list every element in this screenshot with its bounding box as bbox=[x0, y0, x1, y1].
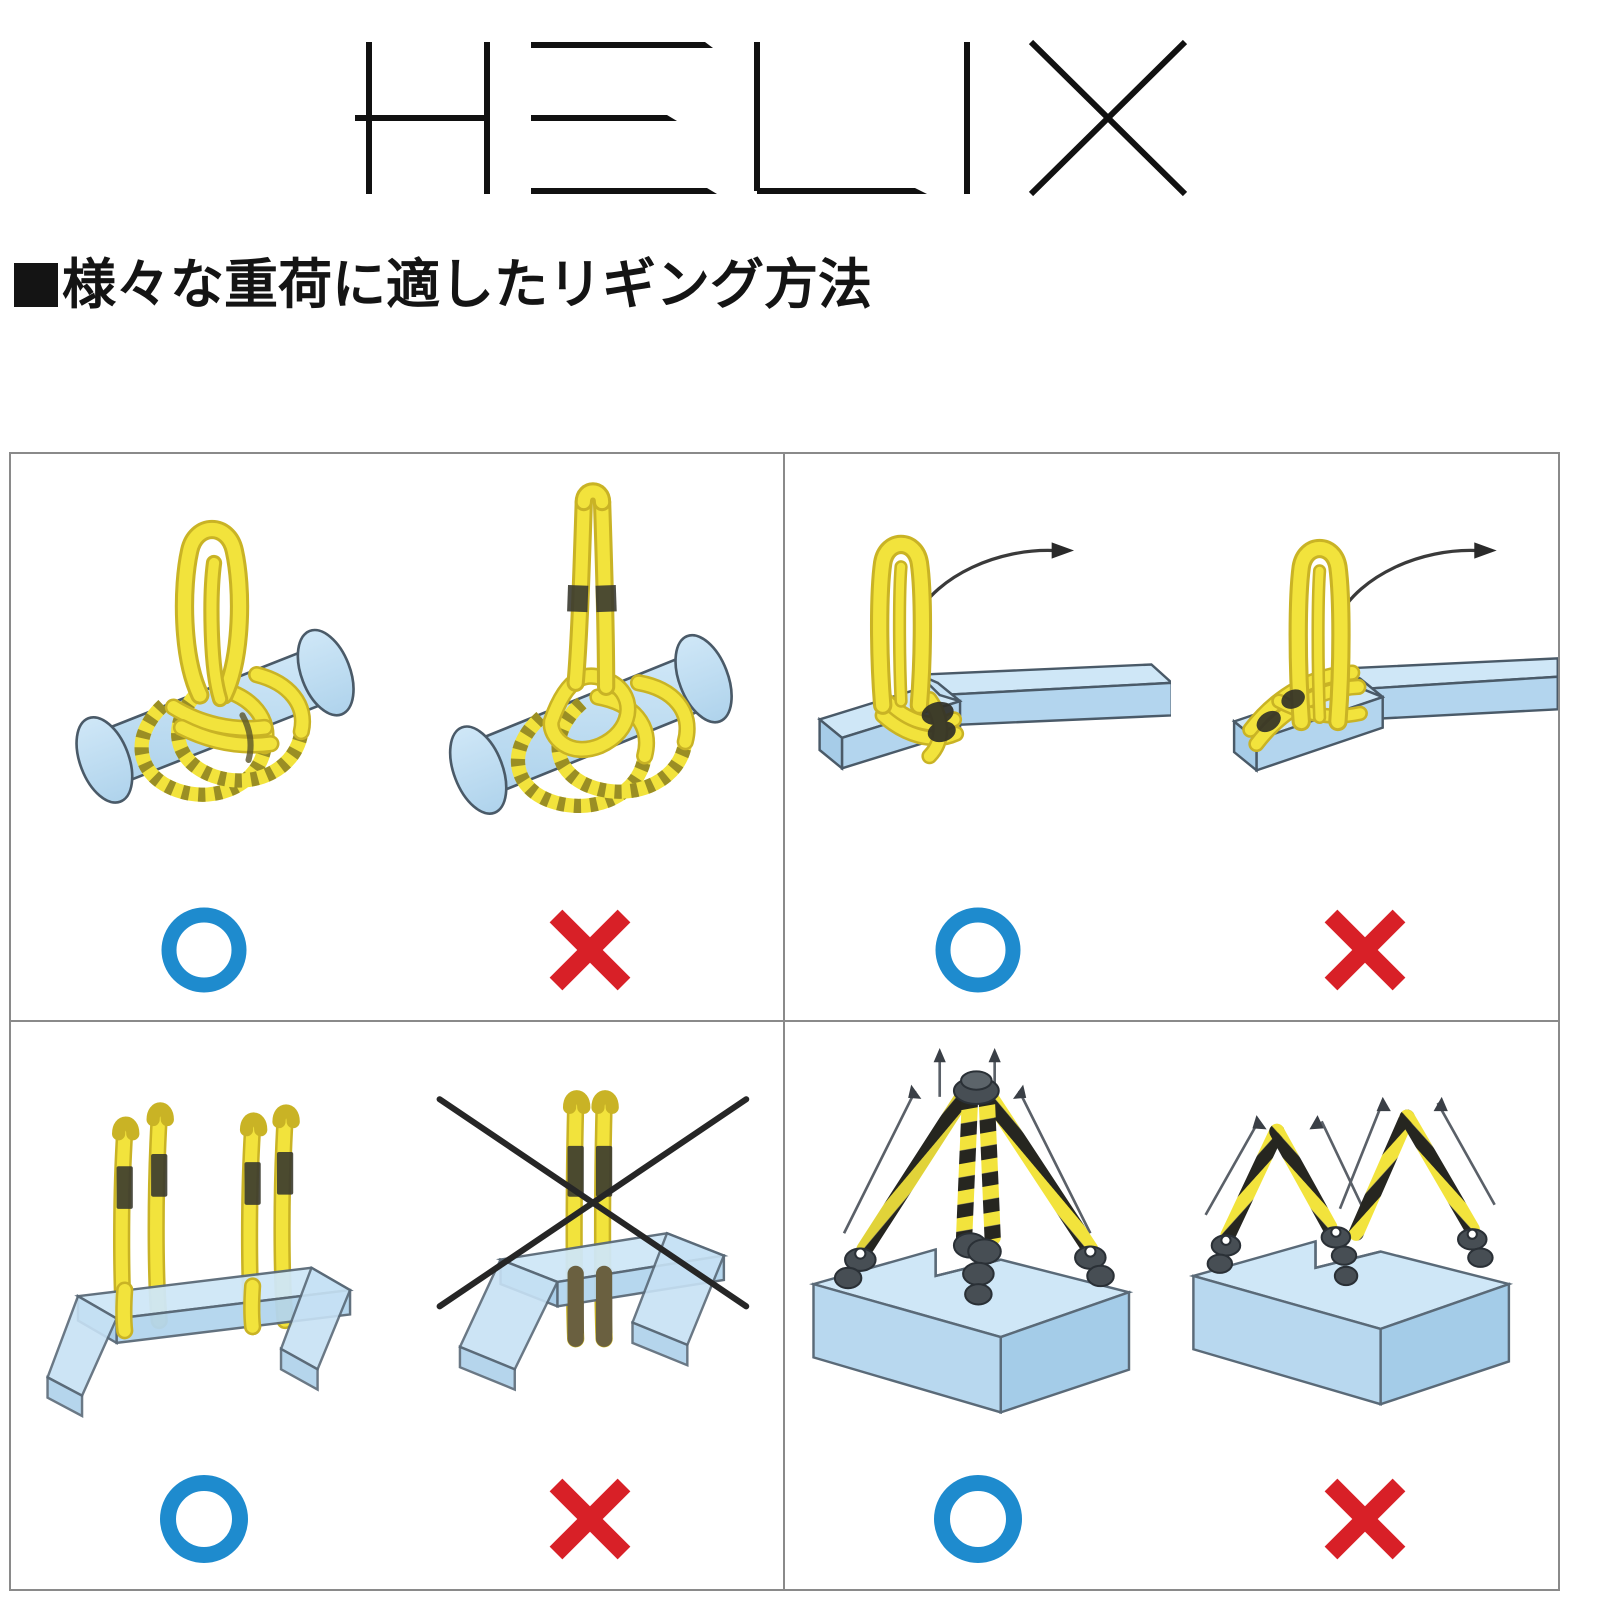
panel-cylinder-incorrect bbox=[397, 454, 783, 1020]
loose-single-wrap-sling-on-cylinder-illustration bbox=[397, 465, 783, 872]
correct-method-mark bbox=[785, 1467, 1172, 1571]
force-direction-arrows-icon bbox=[1204, 1102, 1497, 1216]
sling-twisted-over-l-bar-corner-illustration bbox=[1171, 465, 1558, 872]
incorrect-method-mark bbox=[1171, 1467, 1558, 1571]
panel-cylinder-correct bbox=[11, 454, 397, 1020]
incorrect-method-mark bbox=[1171, 898, 1558, 1002]
panel-channel-incorrect bbox=[397, 1022, 783, 1590]
panel-angle-bar-incorrect bbox=[1171, 454, 1558, 1020]
four-vertical-slings-illustration bbox=[11, 1033, 397, 1442]
panel-angle-bar bbox=[784, 454, 1558, 1022]
panel-notched-block-incorrect bbox=[1171, 1022, 1558, 1590]
panel-channel-correct bbox=[11, 1022, 397, 1590]
incorrect-method-mark bbox=[397, 898, 783, 1002]
four-chain-legs-converging-illustration bbox=[785, 1033, 1172, 1442]
correct-method-mark bbox=[785, 898, 1172, 1002]
helix-wordmark-icon bbox=[355, 28, 1215, 208]
curved-rotation-arrow-icon bbox=[913, 549, 1054, 619]
incorrect-method-mark bbox=[397, 1467, 783, 1571]
page-title: 様々な重荷に適したリギング方法 bbox=[14, 258, 872, 312]
large-black-cross-overlay-icon bbox=[436, 1096, 750, 1310]
rigging-methods-table bbox=[9, 452, 1560, 1591]
sling-wrapped-at-corner-of-l-bar-illustration bbox=[785, 465, 1172, 872]
panel-angle-bar-correct bbox=[785, 454, 1172, 1020]
chain-legs-peaked-two-groups-illustration bbox=[1171, 1033, 1558, 1442]
single-center-sling-on-u-channel-illustration bbox=[397, 1033, 783, 1442]
correct-method-mark bbox=[11, 1467, 397, 1571]
correct-method-mark bbox=[11, 898, 397, 1002]
panel-channel bbox=[11, 1021, 785, 1590]
double-wrap-choker-hitch-on-cylinder-illustration bbox=[11, 465, 397, 872]
panel-notched-block bbox=[784, 1021, 1558, 1590]
panel-cylinder bbox=[11, 454, 785, 1022]
panel-notched-block-correct bbox=[785, 1022, 1172, 1590]
curved-rotation-arrow-icon bbox=[1336, 549, 1477, 619]
black-square-bullet-icon bbox=[14, 263, 58, 307]
page-title-text: 様々な重荷に適したリギング方法 bbox=[62, 253, 872, 316]
